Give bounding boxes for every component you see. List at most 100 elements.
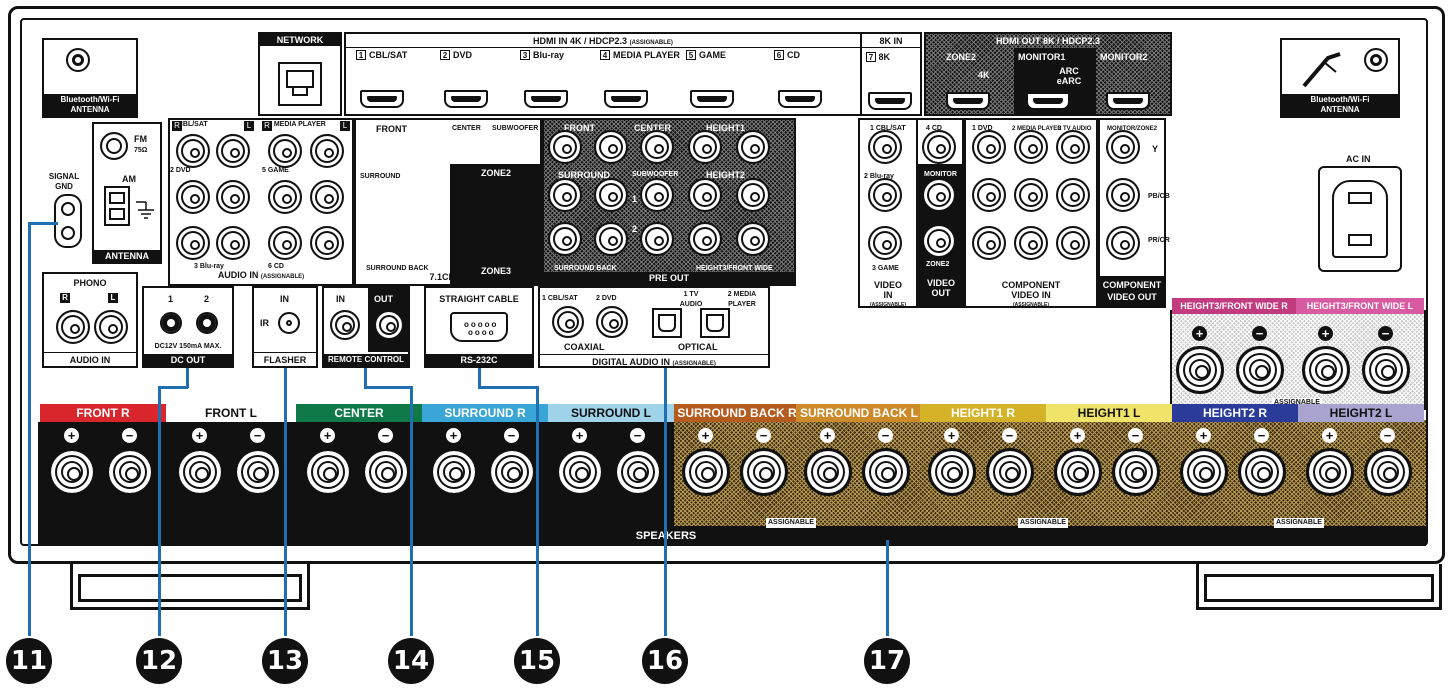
coax-2-jack[interactable] [596,306,628,338]
component-in-jack[interactable] [972,226,1006,260]
audio-in-jack[interactable] [310,226,344,260]
audio-in-jack[interactable] [310,180,344,214]
speaker-terminal-post[interactable] [682,448,730,496]
component-in-jack[interactable] [972,130,1006,164]
antenna-connector-icon[interactable] [1364,48,1388,72]
component-in-jack[interactable] [1014,178,1048,212]
speaker-terminal-post[interactable] [106,448,154,496]
video-jack[interactable] [868,178,902,212]
speaker-terminal-post[interactable] [304,448,352,496]
pre-out-jack[interactable] [594,130,628,164]
audio-in-jack[interactable] [176,226,210,260]
speaker-terminal-post[interactable] [234,448,282,496]
speaker-terminal-post[interactable] [740,448,788,496]
component-out-jack[interactable] [1106,178,1140,212]
speaker-terminal-post[interactable] [1180,448,1228,496]
rs232-port[interactable]: ooooo oooo [450,312,508,342]
component-in-jack[interactable] [1056,226,1090,260]
speaker-terminal-post[interactable] [556,448,604,496]
optical-2-port[interactable] [700,308,730,338]
speaker-terminal-post[interactable] [862,448,910,496]
hdmi-8k-in-port[interactable] [868,92,912,110]
speaker-terminal-post[interactable] [488,448,536,496]
speaker-terminal-post[interactable] [1306,448,1354,496]
hdmi-in-port[interactable] [524,90,568,108]
speaker-terminal-post[interactable] [362,448,410,496]
dc-out-1-jack[interactable] [160,312,182,334]
height3-speaker-post[interactable] [1236,346,1284,394]
coax-1-jack[interactable] [552,306,584,338]
pre-out-jack[interactable] [640,222,674,256]
flasher-in-jack[interactable] [278,312,300,334]
pre-out-jack[interactable] [594,222,628,256]
audio-in-jack[interactable] [216,180,250,214]
video-jack[interactable] [922,178,956,212]
pre-out-jack[interactable] [688,130,722,164]
antenna-connector-icon[interactable] [66,48,90,72]
ethernet-port[interactable] [278,62,322,106]
audio-in-jack[interactable] [216,134,250,168]
hdmi-out-monitor1-port[interactable] [1026,92,1070,110]
height3-speaker-post[interactable] [1362,346,1410,394]
speaker-terminal-post[interactable] [804,448,852,496]
remote-in-jack[interactable] [330,310,360,340]
audio-in-jack[interactable] [268,226,302,260]
component-in-jack[interactable] [1014,226,1048,260]
optical-1-port[interactable] [652,308,682,338]
am-antenna-terminal[interactable] [104,186,130,226]
audio-in-jack[interactable] [216,226,250,260]
speaker-terminal-post[interactable] [48,448,96,496]
hdmi-in-port[interactable] [778,90,822,108]
hdmi-in-port[interactable] [360,90,404,108]
hdmi-in-port[interactable] [604,90,648,108]
pre-out-jack[interactable] [640,178,674,212]
pre-out-jack[interactable] [688,222,722,256]
component-in-jack[interactable] [1056,178,1090,212]
pre-out-jack[interactable] [640,130,674,164]
phono-r-jack[interactable] [56,310,90,344]
fm-antenna-jack[interactable] [100,132,128,160]
speaker-terminal-post[interactable] [1238,448,1286,496]
hdmi-in-port[interactable] [690,90,734,108]
audio-in-jack[interactable] [176,134,210,168]
phono-l-jack[interactable] [94,310,128,344]
speaker-terminal-post[interactable] [986,448,1034,496]
dc-out-2-jack[interactable] [196,312,218,334]
video-jack[interactable] [868,226,902,260]
audio-in-jack[interactable] [268,180,302,214]
component-out-jack[interactable] [1106,130,1140,164]
video-jack[interactable] [868,130,902,164]
speaker-terminal-post[interactable] [430,448,478,496]
height3-speaker-post[interactable] [1302,346,1350,394]
pre-out-jack[interactable] [736,130,770,164]
video-jack[interactable] [922,130,956,164]
pre-out-jack[interactable] [594,178,628,212]
height3-speaker-post[interactable] [1176,346,1224,394]
speaker-terminal-post[interactable] [1364,448,1412,496]
pre-out-jack[interactable] [548,130,582,164]
speaker-terminal-post[interactable] [928,448,976,496]
component-in-jack[interactable] [1056,130,1090,164]
speaker-terminal-post[interactable] [1112,448,1160,496]
pre-out-jack[interactable] [736,222,770,256]
pre-out-jack[interactable] [548,222,582,256]
hdmi-out-zone2-port[interactable] [946,92,990,110]
speaker-terminal-post[interactable] [176,448,224,496]
audio-in-jack[interactable] [310,134,344,168]
pre-out-jack[interactable] [736,178,770,212]
hdmi-out-monitor2-port[interactable] [1106,92,1150,110]
component-in-jack[interactable] [972,178,1006,212]
pre-out-jack[interactable] [548,178,582,212]
component-in-jack[interactable] [1014,130,1048,164]
signal-gnd-terminal[interactable] [54,194,82,248]
video-jack[interactable] [922,224,956,258]
ac-in-inlet[interactable] [1318,166,1402,272]
speaker-terminal-post[interactable] [614,448,662,496]
remote-out-jack[interactable] [374,310,404,340]
pre-out-jack[interactable] [688,178,722,212]
speaker-terminal-post[interactable] [1054,448,1102,496]
hdmi-in-port[interactable] [444,90,488,108]
audio-in-jack[interactable] [268,134,302,168]
audio-in-jack[interactable] [176,180,210,214]
component-out-jack[interactable] [1106,226,1140,260]
